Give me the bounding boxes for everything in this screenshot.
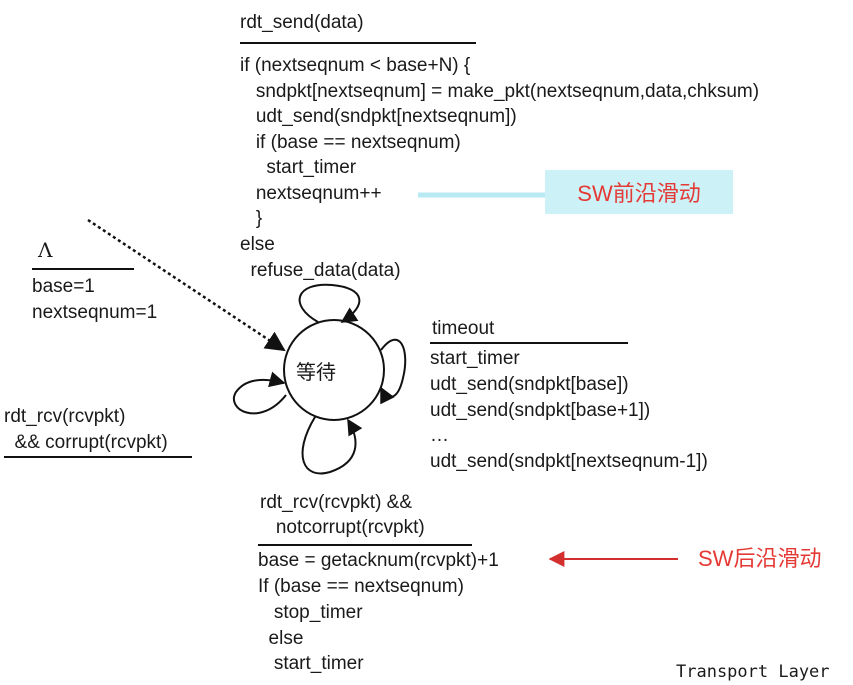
self-loop-bottom [301, 416, 363, 475]
ack-action-2: stop_timer [258, 602, 363, 623]
timeout-action-2: udt_send(sndpkt[base+1]) [430, 400, 651, 421]
self-loop-left [233, 371, 287, 415]
ack-action-3: else [258, 628, 304, 649]
send-action-4: start_timer [240, 157, 357, 178]
ack-trigger-1: notcorrupt(rcvpkt) [260, 517, 425, 538]
self-loop-top [298, 283, 361, 323]
send-action-0: if (nextseqnum < base+N) { [240, 55, 471, 76]
ack-action-0: base = getacknum(rcvpkt)+1 [258, 550, 499, 571]
state-circle [283, 319, 385, 421]
front-edge-label: SW前沿滑动 [545, 170, 733, 214]
send-action-7: else [240, 234, 275, 255]
corrupt-trigger-0: rdt_rcv(rcvpkt) [4, 406, 126, 427]
timeout-action-4: udt_send(sndpkt[nextseqnum-1]) [430, 451, 708, 472]
ack-action-4: start_timer [258, 653, 364, 674]
timeout-action-0: start_timer [430, 348, 520, 369]
init-action-0: base=1 [32, 276, 95, 297]
send-action-8: refuse_data(data) [240, 260, 401, 281]
back-edge-label: SW后沿滑动 [698, 546, 822, 571]
init-trigger: Λ [38, 238, 53, 262]
state-label: 等待 [296, 360, 336, 384]
footer-label: Transport Layer [676, 662, 830, 682]
timeout-separator [430, 342, 628, 344]
send-action-3: if (base == nextseqnum) [240, 132, 461, 153]
ack-separator [258, 544, 472, 546]
timeout-action-1: udt_send(sndpkt[base]) [430, 374, 629, 395]
corrupt-separator [4, 456, 192, 458]
corrupt-trigger-1: && corrupt(rcvpkt) [4, 432, 168, 453]
self-loop-right [380, 338, 407, 405]
send-action-5: nextseqnum++ [240, 183, 382, 204]
init-action-1: nextseqnum=1 [32, 302, 158, 323]
send-separator [240, 42, 476, 44]
ack-trigger-0: rdt_rcv(rcvpkt) && [260, 492, 413, 513]
send-trigger: rdt_send(data) [240, 12, 364, 33]
send-action-2: udt_send(sndpkt[nextseqnum]) [240, 106, 517, 127]
ack-action-1: If (base == nextseqnum) [258, 576, 464, 597]
timeout-trigger: timeout [432, 318, 495, 339]
send-action-1: sndpkt[nextseqnum] = make_pkt(nextseqnum… [240, 81, 760, 102]
send-action-6: } [240, 208, 263, 229]
init-separator [32, 268, 134, 270]
timeout-action-3: … [430, 425, 449, 446]
